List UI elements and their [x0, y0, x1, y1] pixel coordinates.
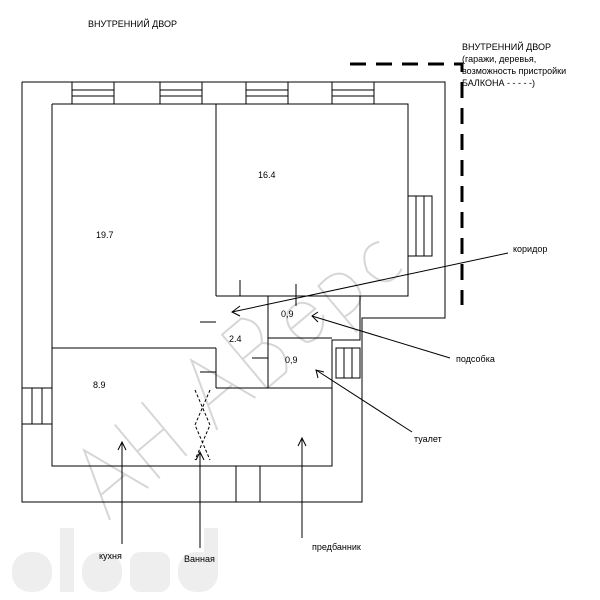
- leader-lines: [117, 252, 509, 548]
- courtyard-line: ВНУТРЕННИЙ ДВОР: [462, 42, 551, 52]
- courtyard-line: БАЛКОНА - - - - -): [462, 78, 535, 88]
- area-room-right: 16.4: [258, 170, 276, 180]
- label-courtyard-top: ВНУТРЕННИЙ ДВОР: [88, 19, 177, 29]
- area-podsobka: 0,9: [281, 309, 294, 319]
- windows: [21, 81, 433, 503]
- area-kitchen: 8.9: [93, 380, 106, 390]
- label-vannaya: Ванная: [184, 554, 215, 564]
- walls: [21, 81, 446, 503]
- courtyard-line: (гаражи, деревья,: [462, 54, 537, 64]
- watermark-aners: [82, 240, 403, 521]
- label-predbannik: предбанник: [312, 542, 361, 552]
- watermark-slando: [12, 528, 218, 592]
- label-podsobka: подсобка: [456, 354, 495, 364]
- label-koridor: коридор: [513, 244, 548, 254]
- area-tualet: 0,9: [285, 355, 298, 365]
- area-hall: 2.4: [229, 334, 242, 344]
- label-courtyard-right: ВНУТРЕННИЙ ДВОР (гаражи, деревья, возмож…: [462, 41, 566, 89]
- balcony-dashed-line: [350, 62, 464, 305]
- label-kukhnya: кухня: [99, 551, 122, 561]
- area-room-left: 19.7: [96, 230, 114, 240]
- label-tualet: туалет: [414, 434, 442, 444]
- courtyard-line: возможность пристройки: [462, 66, 567, 76]
